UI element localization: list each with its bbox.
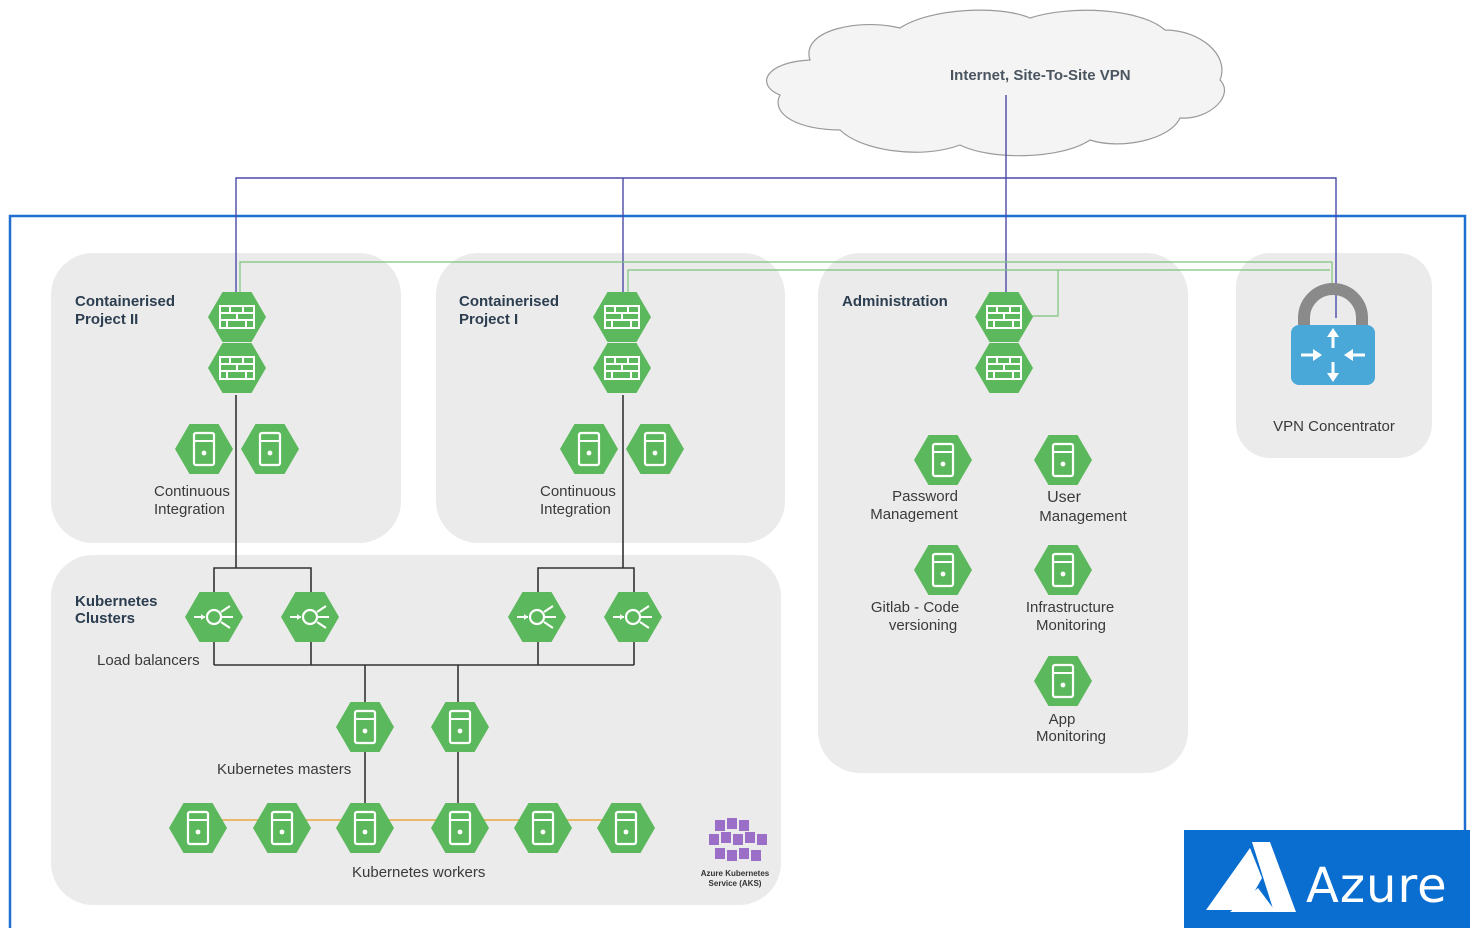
aks-caption-line-2: Service (AKS)	[708, 879, 762, 888]
cloud-label: Internet, Site-To-Site VPN	[950, 67, 1131, 84]
project-2-title-line-1: Containerised	[75, 293, 176, 310]
project-1-title-line-1: Containerised	[459, 293, 560, 310]
infra-monitoring-line-1: Infrastructure	[1025, 599, 1115, 616]
password-mgmt-line-1: Password	[892, 488, 958, 505]
app-monitoring-line-2: Monitoring	[1035, 728, 1107, 745]
load-balancers-label: Load balancers	[97, 652, 200, 669]
kubernetes-masters-label: Kubernetes masters	[217, 761, 352, 778]
project-2-title-line-2: Project II	[75, 311, 139, 328]
azure-brand-text: Azure	[1306, 858, 1448, 914]
project-1-title-line-2: Project I	[459, 311, 519, 328]
kubernetes-title-line-1: Kubernetes	[75, 593, 158, 610]
aks-caption-line-1: Azure Kubernetes	[700, 869, 770, 878]
user-mgmt-line-2: Management	[1039, 508, 1127, 525]
panel-administration	[818, 253, 1188, 773]
project-2-ci-line-1: Continuous	[154, 483, 230, 500]
panel-project-1	[436, 253, 785, 543]
internal-links	[239, 261, 1333, 317]
user-mgmt-line-1: User	[1047, 489, 1081, 506]
kubernetes-workers-label: Kubernetes workers	[352, 864, 486, 881]
kubernetes-title-line-2: Clusters	[75, 610, 136, 627]
panel-kubernetes	[51, 555, 781, 905]
project-1-ci-line-2: Integration	[540, 501, 611, 518]
vpn-lock-icon	[1291, 283, 1375, 385]
aks-logo-icon	[709, 818, 767, 861]
administration-title: Administration	[842, 293, 948, 310]
gitlab-line-2: versioning	[888, 617, 958, 634]
project-2-ci-line-2: Integration	[154, 501, 225, 518]
panel-project-2	[51, 253, 401, 543]
internet-cloud	[766, 9, 1226, 157]
app-monitoring-line-1: App	[1048, 711, 1076, 728]
azure-logo-icon	[1184, 830, 1470, 928]
vpn-concentrator-label: VPN Concentrator	[1273, 418, 1395, 435]
project-1-ci-line-1: Continuous	[540, 483, 616, 500]
gitlab-line-1: Gitlab - Code	[870, 599, 960, 616]
azure-frame	[8, 214, 1467, 928]
infra-monitoring-line-2: Monitoring	[1035, 617, 1107, 634]
password-mgmt-line-2: Management	[870, 506, 958, 523]
